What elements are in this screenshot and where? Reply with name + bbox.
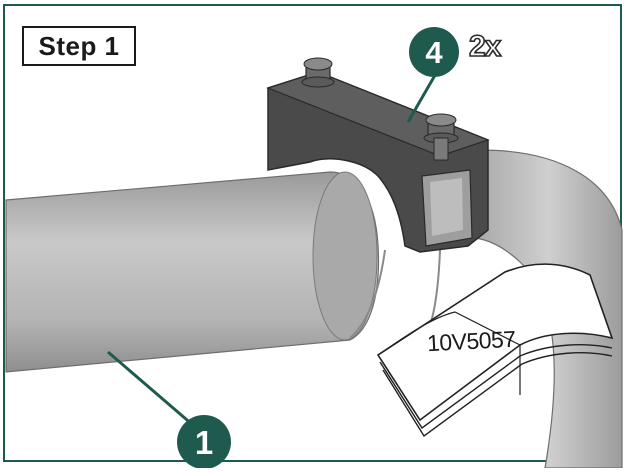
manual-booklet-icon xyxy=(376,263,614,438)
callout-badge-4 xyxy=(409,27,459,77)
callout-number-4: 4 xyxy=(425,35,443,70)
leader-line-4 xyxy=(406,69,440,123)
quantity-label: 2x xyxy=(468,29,502,64)
bolt-right xyxy=(423,113,459,161)
tube-end xyxy=(312,171,378,341)
bracket-window-inner xyxy=(430,178,463,236)
step-label: Step 1 xyxy=(22,26,136,66)
manual-part-code: 10V5057 xyxy=(426,325,517,357)
callout-badge-1 xyxy=(177,415,231,469)
bolt-left xyxy=(301,57,335,88)
callout-number-1: 1 xyxy=(195,424,213,461)
